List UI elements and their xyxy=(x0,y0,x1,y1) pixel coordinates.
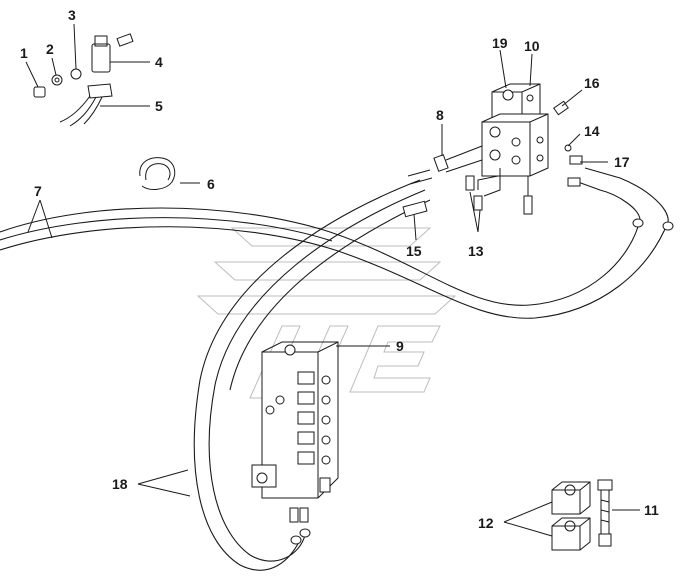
callout-7: 7 xyxy=(34,183,42,199)
hose-18 xyxy=(193,179,431,571)
hose-7 xyxy=(0,167,674,319)
callout-labels: 1 2 3 4 5 6 7 8 9 10 11 12 13 14 15 16 1… xyxy=(20,7,659,531)
callout-13: 13 xyxy=(468,243,484,259)
callout-15: 15 xyxy=(406,243,422,259)
callout-11: 11 xyxy=(644,502,659,518)
clamp-6 xyxy=(139,157,176,190)
callout-14: 14 xyxy=(584,123,600,139)
callout-5: 5 xyxy=(155,98,163,114)
callout-18: 18 xyxy=(112,476,128,492)
callout-10: 10 xyxy=(524,38,540,54)
hardware-1-5 xyxy=(33,33,134,127)
callout-16: 16 xyxy=(584,75,600,91)
clamp-blocks-12 xyxy=(551,481,591,551)
control-valve-9 xyxy=(251,341,339,499)
callout-19: 19 xyxy=(492,35,508,51)
callout-4: 4 xyxy=(155,54,163,70)
callout-9: 9 xyxy=(396,338,404,354)
callout-3: 3 xyxy=(68,7,76,23)
callout-2: 2 xyxy=(46,41,54,57)
bolt-11 xyxy=(597,479,613,547)
callout-8: 8 xyxy=(436,107,444,123)
manifold-assembly xyxy=(481,83,583,215)
callout-1: 1 xyxy=(20,45,28,61)
callout-12: 12 xyxy=(478,515,494,531)
fittings-8-13-15 xyxy=(402,145,501,218)
callout-17: 17 xyxy=(614,154,630,170)
callout-6: 6 xyxy=(207,176,215,192)
leader-lines xyxy=(25,23,640,537)
